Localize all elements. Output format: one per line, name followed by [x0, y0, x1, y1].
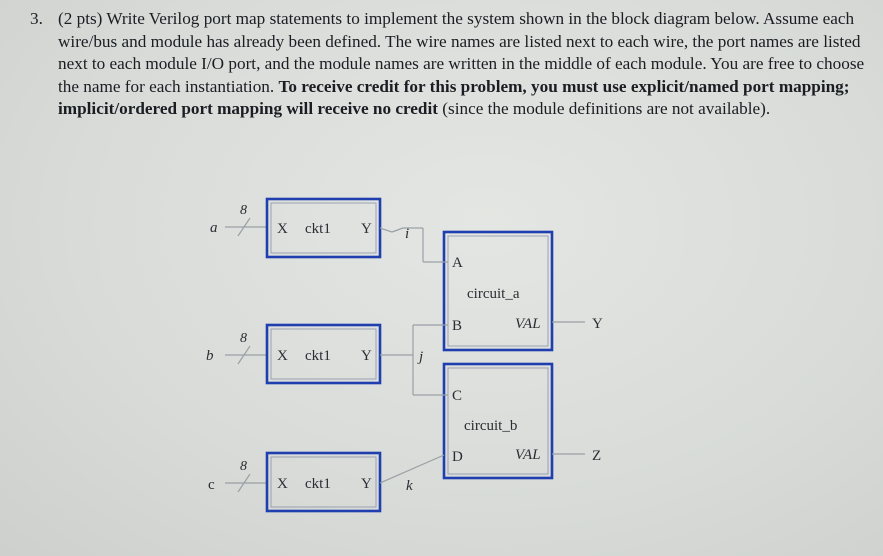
ckt1-3-name: ckt1: [305, 476, 331, 492]
ckt1-3-port-x: X: [277, 476, 288, 492]
circuit-a-box-inner: [447, 235, 549, 347]
ckt1-1-port-y: Y: [361, 221, 372, 237]
bus-slash-c: [237, 473, 251, 493]
ckt1-box-3-inner: [270, 456, 377, 508]
ckt1-2-name: ckt1: [305, 348, 331, 364]
input-label-b: b: [206, 348, 214, 364]
output-label-z: Z: [592, 448, 601, 464]
wire-label-j: j: [417, 349, 423, 365]
bus-width-b: 8: [240, 331, 247, 346]
input-label-a: a: [210, 220, 218, 236]
problem-statement: 3. (2 pts) Write Verilog port map statem…: [30, 8, 870, 121]
circuit-b-name: circuit_b: [464, 418, 517, 434]
circuit-a-port-val: VAL: [515, 316, 541, 332]
circuit-a-name: circuit_a: [467, 286, 520, 302]
circuit-b-box: [442, 362, 554, 480]
problem-intro: (2 pts) Write Verilog port map statement…: [58, 9, 865, 96]
input-label-c: c: [208, 477, 215, 493]
ckt1-1-name: ckt1: [305, 221, 331, 237]
circuit-b-port-val: VAL: [515, 447, 541, 463]
wire-i-seg-2: [391, 227, 404, 233]
bus-width-a: 8: [240, 203, 247, 218]
ckt1-box-2-inner: [270, 328, 377, 380]
ckt1-box-1-inner: [270, 202, 377, 254]
ckt1-box-3: [265, 451, 382, 513]
ckt1-3-port-y: Y: [361, 476, 372, 492]
circuit-a-port-b: B: [452, 318, 462, 334]
bus-slash-a: [237, 217, 251, 237]
circuit-a-box: [442, 230, 554, 352]
wire-label-k: k: [406, 478, 413, 494]
ckt1-2-port-y: Y: [361, 348, 372, 364]
circuit-a-port-a: A: [452, 255, 463, 271]
wire-i-seg-1: [379, 227, 393, 233]
circuit-b-port-d: D: [452, 449, 463, 465]
problem-emphasis: To receive credit for this problem, you …: [58, 76, 850, 119]
question-number: 3.: [30, 9, 43, 28]
bus-slash-b: [237, 345, 251, 365]
ckt1-box-2: [265, 323, 382, 385]
wire-k-seg-1: [379, 454, 445, 484]
output-label-y: Y: [592, 316, 603, 332]
wire-label-i: i: [405, 226, 409, 242]
ckt1-1-port-x: X: [277, 221, 288, 237]
bus-width-c: 8: [240, 459, 247, 474]
ckt1-2-port-x: X: [277, 348, 288, 364]
circuit-b-box-inner: [447, 367, 549, 475]
circuit-b-port-c: C: [452, 388, 462, 404]
problem-tail: (since the module definitions are not av…: [442, 99, 771, 118]
